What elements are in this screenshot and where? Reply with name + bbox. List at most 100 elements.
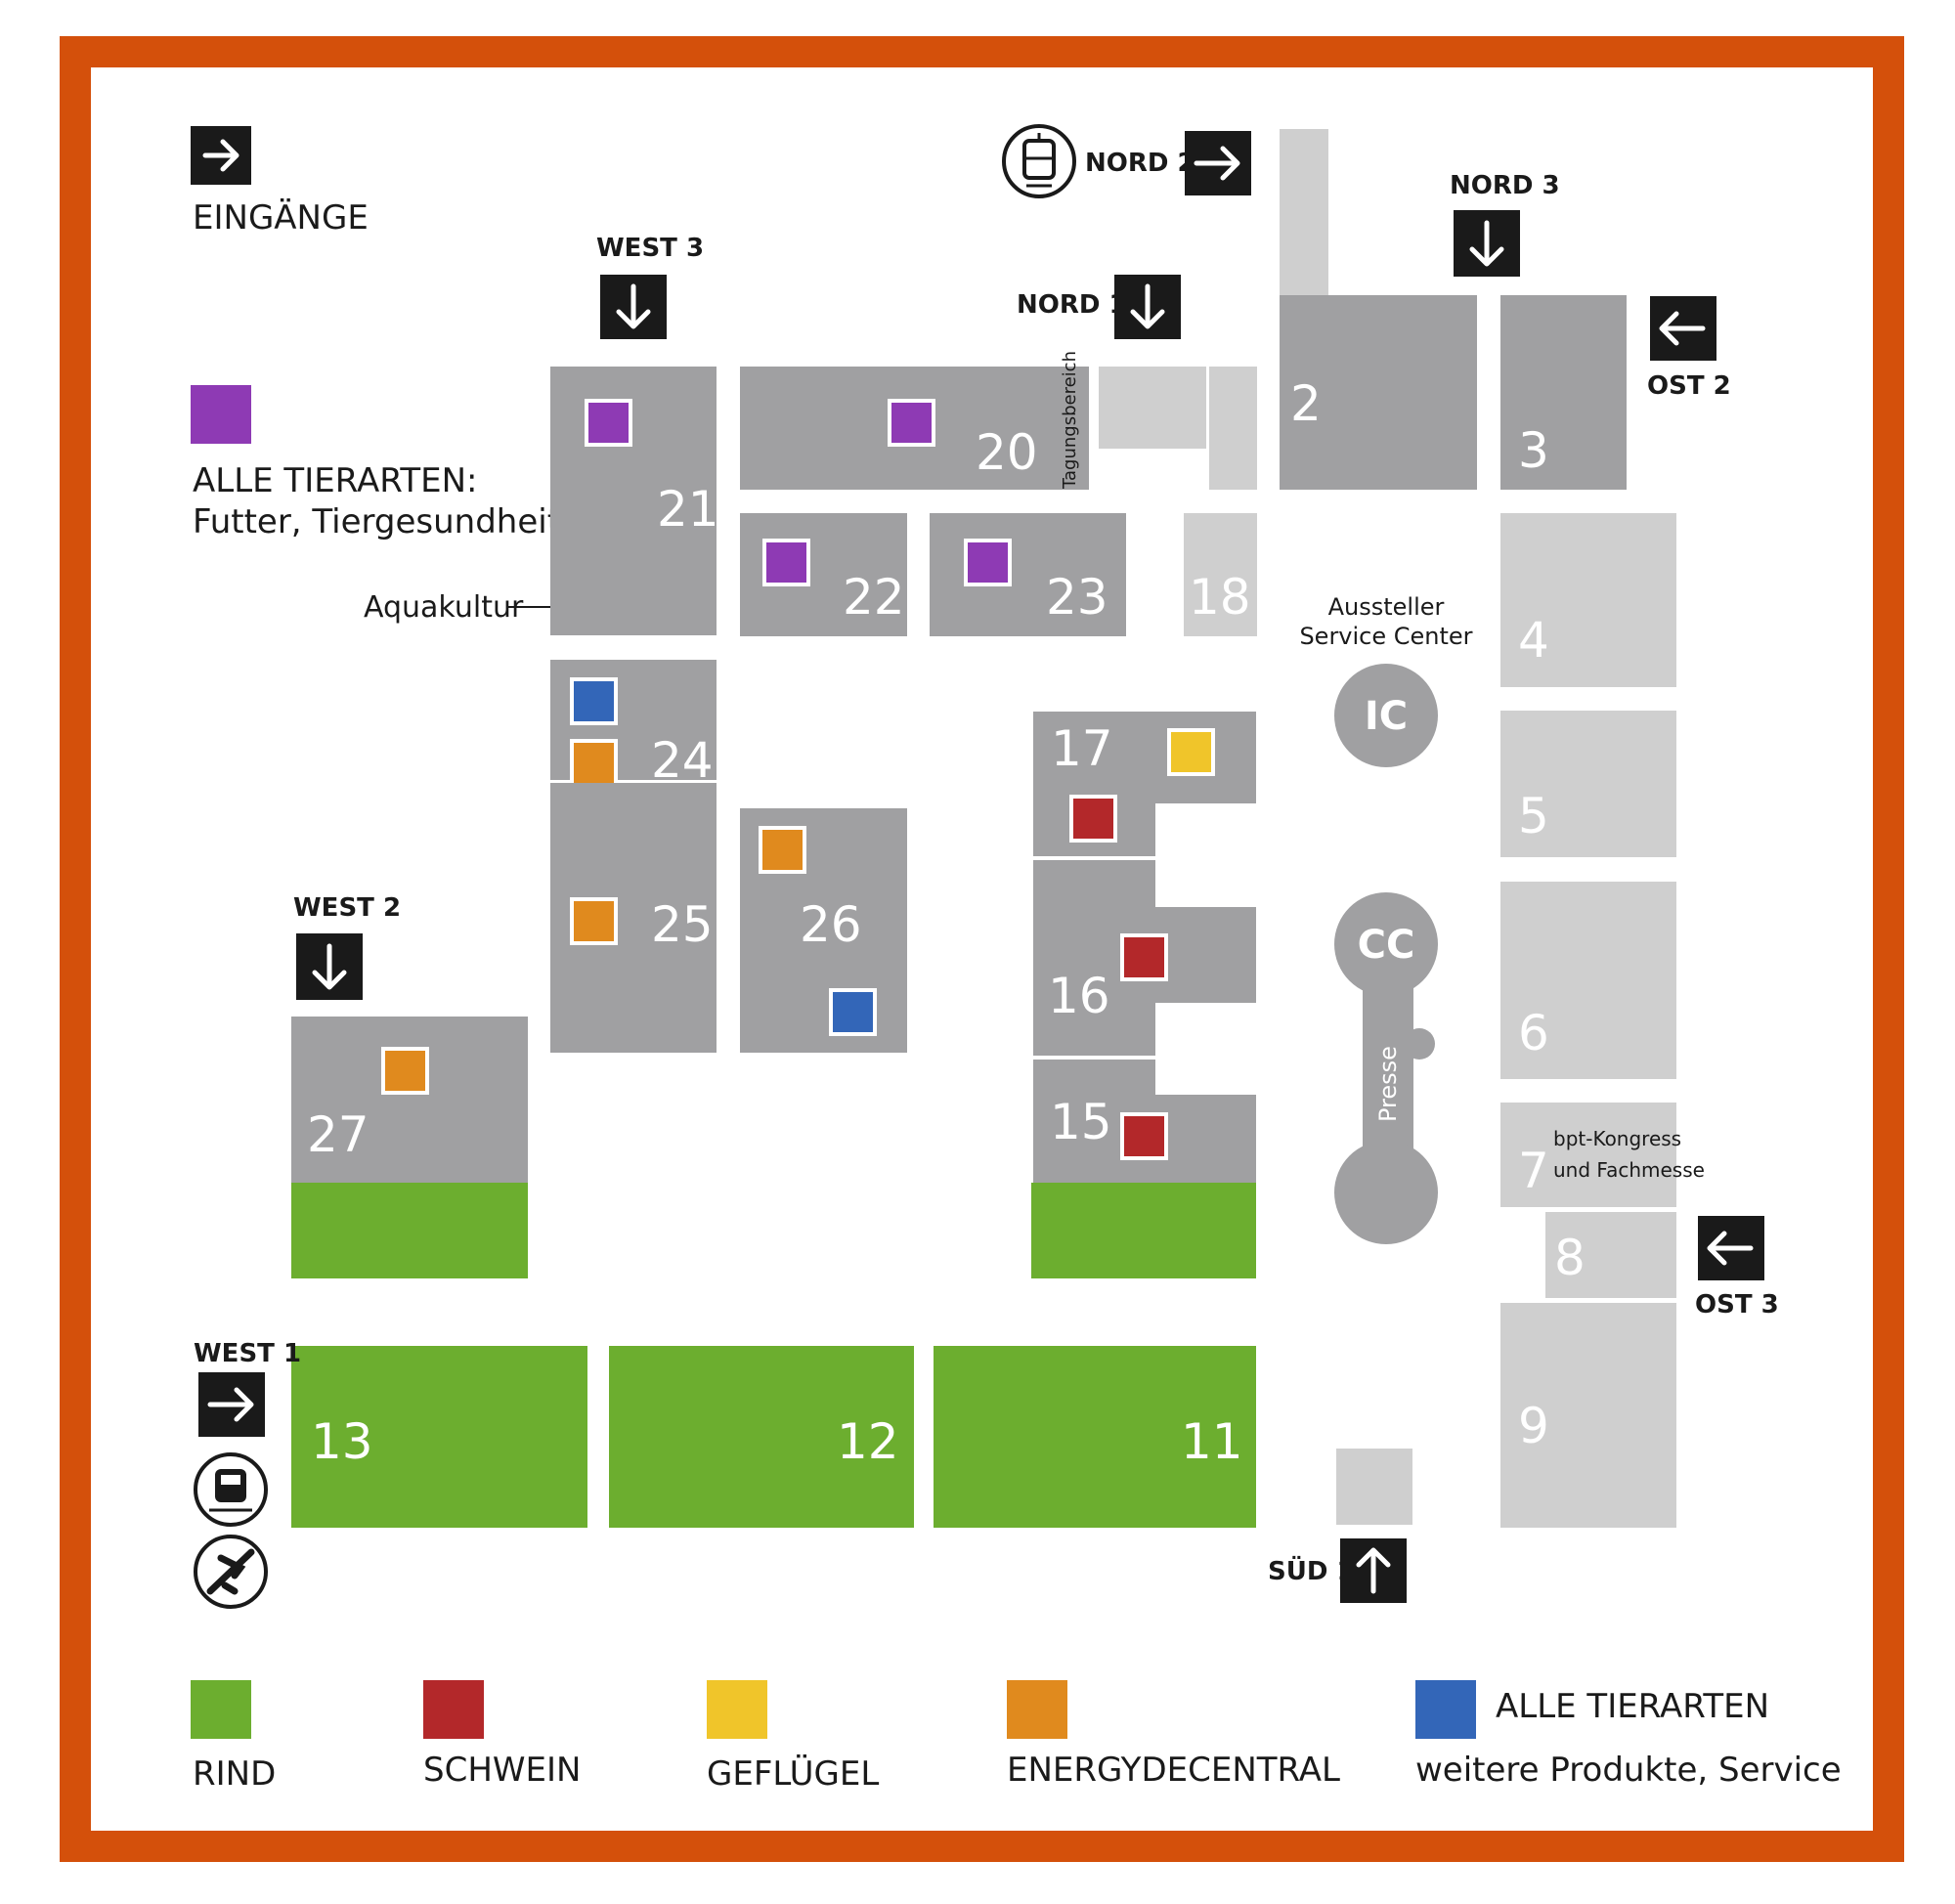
hall-24-number: 24 [651,732,714,789]
hall-26[interactable]: 26 [740,808,907,1053]
blue-marker [829,988,877,1036]
purple-marker [888,399,935,447]
energydecentral-label: ENERGYDECENTRAL [1007,1751,1340,1790]
rind-label: RIND [193,1754,276,1794]
hall-6-number: 6 [1518,1005,1549,1061]
schwein-swatch [423,1680,484,1739]
eingaenge-label: EINGÄNGE [193,198,369,238]
entrance-west1[interactable]: WEST 1 [194,1339,301,1609]
hall-16-number: 16 [1048,968,1110,1024]
hall-15[interactable]: 15 [1031,1060,1256,1278]
hall-18[interactable]: 18 [1099,367,1257,636]
hall-5[interactable]: 5 [1500,711,1676,857]
nord3-label: NORD 3 [1450,171,1560,200]
ic-label: IC [1365,694,1408,739]
ost2-label: OST 2 [1647,371,1731,401]
hall-27[interactable]: 27 [291,1017,528,1278]
hall-24[interactable]: 24 [550,660,717,789]
orange-marker [570,897,618,945]
hall-9-number: 9 [1518,1398,1549,1454]
ost3-label: OST 3 [1695,1290,1779,1320]
hall-13[interactable]: 13 [291,1346,587,1528]
yellow-marker [1167,728,1215,776]
hall-15-number: 15 [1050,1094,1112,1150]
purple-swatch [191,385,251,444]
alle-tierarten-title: ALLE TIERARTEN: [193,461,478,500]
hall-17[interactable]: 17 [1033,712,1256,856]
purple-marker [762,539,810,586]
hall-13-number: 13 [311,1413,373,1470]
hall-23[interactable]: 23 [930,513,1126,636]
tram-icon [1002,124,1076,198]
ic-circle [1334,664,1438,767]
hall-11-number: 11 [1181,1413,1243,1470]
tagungsbereich-label: Tagungsbereich [1060,351,1080,490]
hall-26-number: 26 [800,896,862,953]
rind-swatch [191,1680,251,1739]
hall-7-number: 7 [1518,1143,1549,1199]
bpt-line1: bpt-Kongress [1553,1127,1681,1150]
presse-label: Presse [1374,1046,1402,1122]
west3-label: WEST 3 [596,234,704,263]
orange-marker [570,739,618,787]
gefluegel-label: GEFLÜGEL [707,1753,879,1794]
hall-2-number: 2 [1290,375,1322,432]
hall-4[interactable]: 4 [1500,513,1676,687]
hall-12[interactable]: 12 [609,1346,914,1528]
hall-12-number: 12 [837,1413,899,1470]
entrance-ost2[interactable]: OST 2 [1647,296,1731,401]
legend-energydecentral: ENERGYDECENTRAL [1007,1680,1340,1790]
entrance-west2[interactable]: WEST 2 [293,893,401,1000]
legend-alle-tierarten: ALLE TIERARTEN weitere Produkte, Service [1415,1680,1842,1790]
hall-3-number: 3 [1518,422,1549,479]
hall-17-number: 17 [1051,720,1113,777]
aussteller-line1: Aussteller [1328,593,1445,621]
hall-22-number: 22 [843,569,905,626]
hall-16[interactable]: 16 [1033,860,1256,1056]
cc-label: CC [1358,923,1415,968]
entrance-nord2[interactable]: NORD 2 [1002,124,1251,198]
hall-8[interactable]: 8 [1545,1212,1676,1298]
hall-25[interactable]: 25 [550,783,717,1053]
alle-tierarten-sub: Futter, Tiergesundheit [193,502,560,541]
blue-marker [570,677,618,725]
legend-rind: RIND [191,1680,276,1794]
hall-5-number: 5 [1518,788,1549,844]
entrance-west3[interactable]: WEST 3 [596,234,704,339]
hall-8-number: 8 [1554,1230,1586,1286]
orange-marker [759,826,806,874]
hall-21[interactable]: 21 [550,367,719,635]
entrance-ost3[interactable]: OST 3 [1695,1216,1779,1320]
hall-9[interactable]: 9 [1500,1303,1676,1528]
entrance-sued1[interactable]: SÜD 1 [1268,1538,1407,1603]
purple-marker [964,539,1012,586]
nord2-label: NORD 2 [1085,149,1195,178]
hall-22[interactable]: 22 [740,513,907,636]
map-frame [60,36,1904,1862]
alle-tierarten-label: ALLE TIERARTEN [1496,1687,1769,1726]
schwein-label: SCHWEIN [423,1751,581,1790]
red-marker [1069,795,1117,843]
legend-schwein: SCHWEIN [423,1680,581,1790]
gefluegel-swatch [707,1680,767,1739]
hall-7[interactable]: 7 bpt-Kongress und Fachmesse [1500,1103,1705,1207]
purple-marker [585,399,632,447]
hall-25-number: 25 [651,896,714,953]
hall-20[interactable]: 20 Tagungsbereich [740,351,1089,490]
hall-6[interactable]: 6 [1500,882,1676,1079]
red-marker [1120,1112,1168,1160]
entrance-nord1[interactable]: NORD 1 [1017,275,1181,339]
energydecentral-swatch [1007,1680,1067,1739]
hall-2[interactable]: 2 [1280,129,1477,490]
alle-tierarten-futter-legend: ALLE TIERARTEN: Futter, Tiergesundheit [191,385,560,541]
hall-23-number: 23 [1046,569,1108,626]
hall-3[interactable]: 3 [1500,295,1627,490]
legend-gefluegel: GEFLÜGEL [707,1680,879,1794]
entrance-nord3[interactable]: NORD 3 [1450,171,1560,277]
congress-center[interactable]: CC Presse [1334,892,1438,1244]
bpt-line2: und Fachmesse [1553,1158,1705,1182]
hall-11[interactable]: 11 [934,1346,1256,1528]
aquakultur-label: Aquakultur [364,590,524,625]
aussteller-service-center[interactable]: Aussteller Service Center IC [1299,593,1473,767]
